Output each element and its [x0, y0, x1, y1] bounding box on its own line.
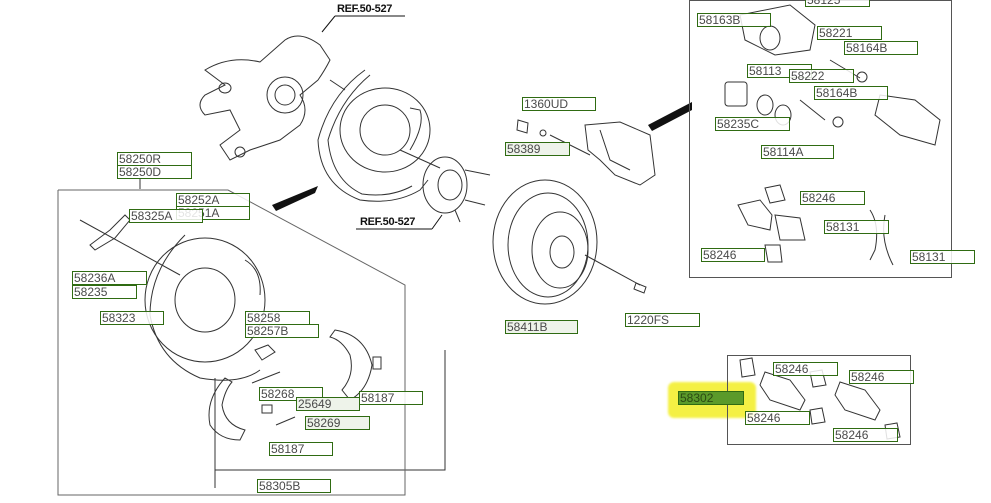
knuckle-drawing: [199, 35, 331, 161]
reference-label-hub[interactable]: REF.50-527: [360, 216, 416, 228]
part-label[interactable]: 58323: [100, 311, 164, 325]
part-label[interactable]: 58389: [505, 142, 570, 156]
brake-shoe-left-drawing: [208, 377, 246, 441]
part-label[interactable]: 58235: [72, 285, 137, 299]
brake-disc-drawing: [492, 179, 647, 305]
part-label[interactable]: 58164B: [844, 41, 918, 55]
backing-plate-drawing: [317, 69, 431, 202]
parking-lever-drawing: [79, 214, 181, 276]
caliper-section-divider: [689, 168, 952, 169]
part-label-highlighted[interactable]: 58302: [678, 391, 744, 405]
part-label[interactable]: 58257B: [245, 324, 319, 338]
reference-label-knuckle[interactable]: REF.50-527: [337, 3, 393, 15]
part-label[interactable]: 58125: [805, 0, 870, 7]
part-label[interactable]: 58258: [245, 311, 310, 325]
adjuster-drawing: [251, 344, 296, 426]
hub-bearing-drawing: [422, 156, 491, 223]
rear-backing-plate-drawing: [144, 234, 266, 381]
part-label[interactable]: 58246: [800, 191, 865, 205]
part-label[interactable]: 58246: [773, 362, 838, 376]
part-label[interactable]: 58187: [269, 442, 333, 456]
part-label[interactable]: 58236A: [72, 271, 147, 285]
part-label[interactable]: 58305B: [257, 479, 331, 493]
part-label[interactable]: 25649: [296, 397, 360, 411]
part-label[interactable]: 58235C: [715, 117, 790, 131]
part-label[interactable]: 1360UD: [522, 97, 596, 111]
arrow-pointer: [272, 186, 318, 211]
part-label[interactable]: 58246: [849, 370, 914, 384]
part-label[interactable]: 58411B: [505, 320, 578, 334]
part-label[interactable]: 1220FS: [625, 313, 700, 327]
caliper-kit-drawing: [724, 4, 941, 146]
part-label[interactable]: 58114A: [761, 145, 834, 159]
part-label[interactable]: 58222: [789, 69, 854, 83]
part-label[interactable]: 58246: [701, 248, 765, 262]
part-label[interactable]: 58163B: [697, 13, 771, 27]
part-label[interactable]: 58269: [305, 416, 370, 430]
part-label[interactable]: 58325A: [129, 209, 203, 223]
part-label[interactable]: 58252A: [176, 193, 250, 207]
part-label[interactable]: 58131: [910, 250, 975, 264]
part-label[interactable]: 58246: [745, 411, 810, 425]
part-label[interactable]: 58164B: [814, 86, 888, 100]
pad-kit-drawing: [739, 357, 901, 440]
part-label[interactable]: 58131: [824, 220, 889, 234]
caliper-drawing: [516, 119, 656, 186]
part-label[interactable]: 58246: [833, 428, 898, 442]
brake-shoe-right-drawing: [329, 329, 382, 401]
part-label[interactable]: 58187: [359, 391, 423, 405]
part-label[interactable]: 58221: [817, 26, 882, 40]
part-label[interactable]: 58250D: [117, 165, 192, 179]
part-label[interactable]: 58250R: [117, 152, 192, 166]
arrow-pointer: [648, 102, 692, 131]
